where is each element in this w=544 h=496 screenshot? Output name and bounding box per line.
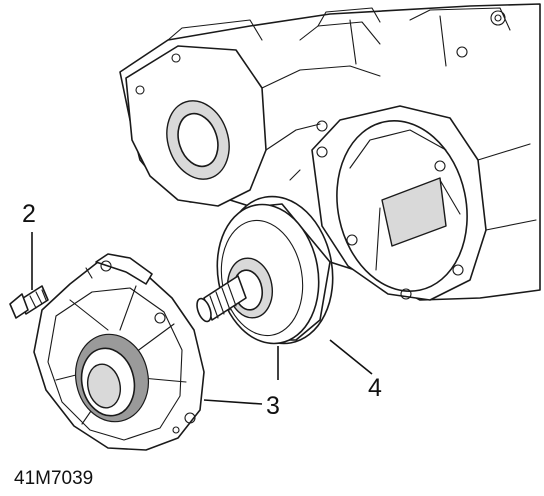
callout-2: 2 <box>22 200 36 228</box>
oil-pump <box>196 195 334 345</box>
callout-4: 4 <box>368 374 382 402</box>
leader-lines <box>31 232 373 405</box>
bearing-cover <box>33 253 205 451</box>
figure-id: 41M7039 <box>14 468 93 489</box>
bolt <box>9 267 93 319</box>
transmission-case <box>119 3 541 301</box>
callout-3: 3 <box>266 392 280 420</box>
